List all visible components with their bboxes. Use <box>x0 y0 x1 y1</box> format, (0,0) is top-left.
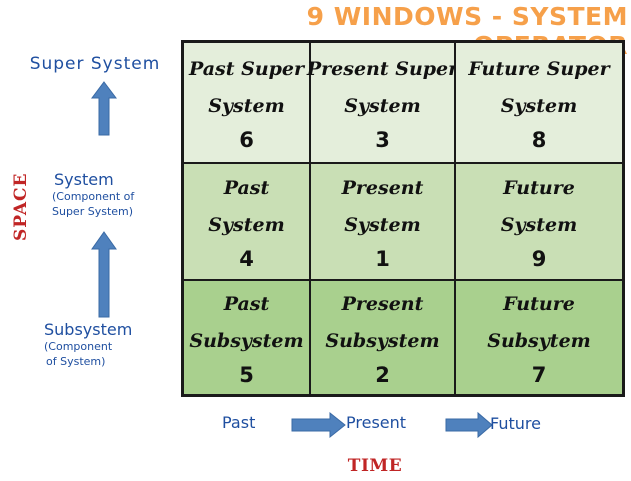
cell-present-system: Present System 1 <box>310 163 455 280</box>
cell-number: 2 <box>375 362 390 387</box>
cell-line-1: Present Super <box>306 57 459 80</box>
cell-present-subsystem: Present Subsystem 2 <box>310 280 455 395</box>
cell-number: 4 <box>239 246 254 271</box>
cell-future-subsystem: Future Subsytem 7 <box>455 280 623 395</box>
cell-line-2: System <box>208 213 285 236</box>
cell-line-1: Past <box>223 292 270 315</box>
cell-line-2: System <box>208 94 285 117</box>
cell-number: 1 <box>375 246 390 271</box>
nine-windows-grid: Past Super System 6 Present Super System… <box>181 40 625 397</box>
cell-past-super-system: Past Super System 6 <box>183 42 310 163</box>
cell-line-1: Future Super <box>468 57 610 80</box>
cell-line-2: Subsytem <box>487 329 591 352</box>
cell-line-2: System <box>344 213 421 236</box>
time-label-past: Past <box>222 413 256 432</box>
cell-past-system: Past System 4 <box>183 163 310 280</box>
system-sublabel-1: (Component of <box>52 190 135 203</box>
arrow-up-to-system-icon <box>91 231 117 318</box>
subsystem-sublabel-2: of System) <box>46 355 106 368</box>
row-label-super-system: Super System <box>18 54 172 74</box>
cell-number: 6 <box>239 127 254 152</box>
cell-number: 5 <box>239 362 254 387</box>
cell-future-super-system: Future Super System 8 <box>455 42 623 163</box>
subsystem-label: Subsystem <box>44 320 133 339</box>
cell-line-2: Subsystem <box>325 329 440 352</box>
cell-line-2: System <box>500 213 578 236</box>
arrow-up-to-super-system-icon <box>91 81 117 136</box>
time-axis-label: TIME <box>347 456 403 476</box>
cell-line-1: Future <box>503 292 575 315</box>
time-label-present: Present <box>346 413 407 432</box>
cell-line-1: Present <box>341 176 424 199</box>
cell-number: 8 <box>531 127 547 152</box>
cell-line-2: System <box>344 94 421 117</box>
cell-future-system: Future System 9 <box>455 163 623 280</box>
row-label-system: System (Component of Super System) <box>52 170 172 219</box>
row-label-subsystem: Subsystem (Component of System) <box>44 320 164 369</box>
super-system-label: Super System <box>29 54 161 74</box>
arrow-right-present-to-future-icon <box>445 411 493 439</box>
cell-number: 3 <box>375 127 390 152</box>
cell-number: 9 <box>531 246 547 271</box>
cell-line-1: Future <box>503 176 575 199</box>
cell-present-super-system: Present Super System 3 <box>306 42 459 163</box>
cell-past-subsystem: Past Subsystem 5 <box>183 280 310 395</box>
time-label-future: Future <box>490 414 541 433</box>
cell-line-2: Subsystem <box>189 329 304 352</box>
cell-line-1: Present <box>341 292 424 315</box>
cell-number: 7 <box>531 362 547 387</box>
system-sublabel-2: Super System) <box>52 205 134 218</box>
cell-line-2: System <box>500 94 578 117</box>
subsystem-sublabel-1: (Component <box>44 340 113 353</box>
cell-line-1: Past Super <box>188 57 305 80</box>
arrow-right-past-to-present-icon <box>291 411 346 439</box>
system-label: System <box>54 170 114 189</box>
cell-line-1: Past <box>223 176 270 199</box>
